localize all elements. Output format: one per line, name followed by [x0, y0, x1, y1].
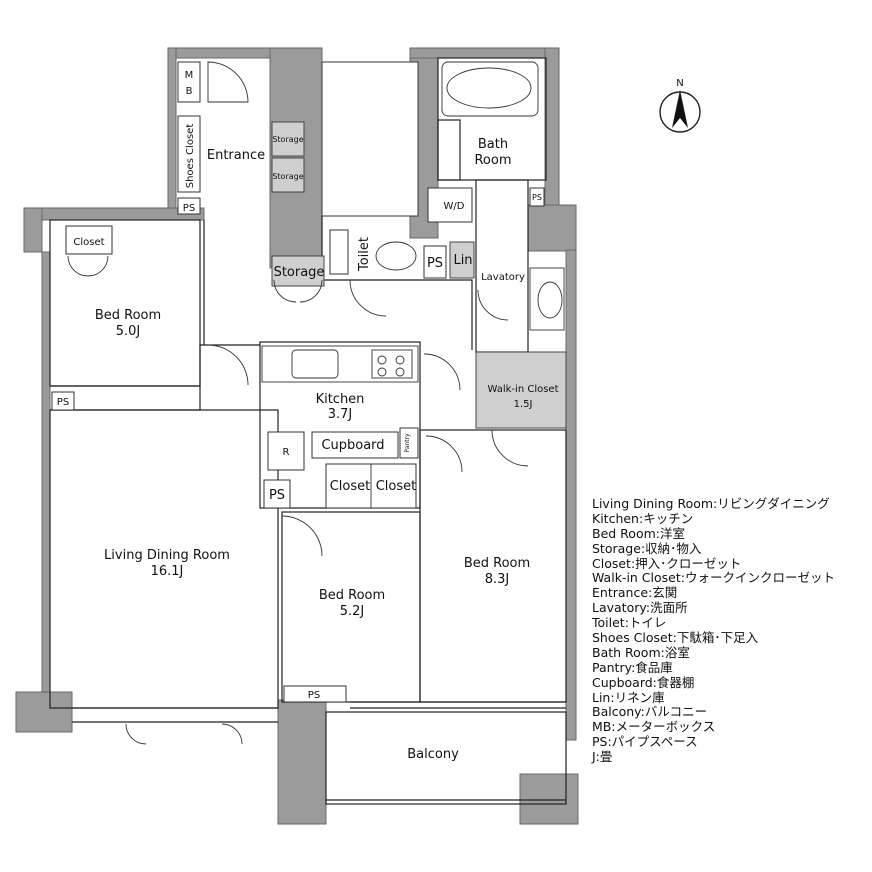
legend-item: Lavatory:洗面所 [592, 600, 688, 616]
legend-item: Shoes Closet:下駄箱･下足入 [592, 630, 759, 646]
closet-bed2-a-label: Closet [330, 479, 371, 494]
bath-room-label-1: Bath [478, 137, 508, 152]
pantry-label: Pantry [404, 433, 411, 453]
legend-item: Pantry:食品庫 [592, 659, 673, 675]
legend-item: MB:メーターボックス [592, 719, 716, 735]
legend-item: Balcony:バルコニー [592, 704, 708, 720]
walkin-size: 1.5J [514, 399, 533, 410]
ps-living-label: PS [57, 397, 69, 408]
kitchen-name: Kitchen [316, 392, 365, 407]
mb-label-m: M [185, 70, 194, 81]
bath-room-label-2: Room [474, 153, 511, 168]
living-size: 16.1J [151, 564, 184, 579]
bed1-name: Bed Room [95, 308, 161, 323]
bed2-size: 5.2J [340, 604, 365, 619]
legend-item: Cupboard:食器棚 [592, 674, 695, 690]
fixtures [51, 61, 565, 745]
ps-toilet-label: PS [427, 256, 443, 271]
ps-kitchen-label: PS [269, 488, 285, 503]
legend-item: Toilet:トイレ [592, 615, 667, 631]
legend-item: PS:パイプスペース [592, 734, 698, 750]
cupboard-label: Cupboard [321, 438, 384, 453]
entrance-label: Entrance [207, 148, 265, 163]
compass-label: N [676, 78, 683, 89]
storage-small-2-label: Storage [272, 172, 303, 181]
interior-walls [49, 57, 567, 805]
storage-small-1-label: Storage [272, 135, 303, 144]
legend-item: Entrance:玄関 [592, 585, 678, 601]
living-name: Living Dining Room [104, 548, 230, 563]
ps-balcony-label: PS [308, 690, 320, 701]
legend-item: Lin:リネン庫 [592, 689, 665, 705]
bed1-size: 5.0J [116, 324, 141, 339]
closet-bed1-label: Closet [73, 237, 104, 248]
closet-bed2-b-label: Closet [376, 479, 417, 494]
legend-item: Living Dining Room:リビングダイニング [592, 496, 830, 511]
ps-bath-label: PS [532, 193, 542, 202]
bed3-name: Bed Room [464, 556, 530, 571]
legend-item: J:畳 [592, 749, 613, 765]
wd-label: W/D [444, 201, 465, 212]
storage-hall-label: Storage [274, 265, 325, 280]
shoes-closet-label: Shoes Closet [185, 124, 196, 189]
room-labels: M B Shoes Closet Entrance Storage Storag… [57, 70, 559, 762]
legend-item: Walk-in Closet:ウォークインクローゼット [592, 570, 835, 586]
legend-item: Closet:押入･クローゼット [592, 555, 742, 571]
legend-item: Kitchen:キッチン [592, 510, 694, 526]
lin-label: Lin [453, 253, 472, 268]
toilet-label: Toilet [357, 237, 372, 272]
mb-label-b: B [186, 86, 193, 97]
bed2-name: Bed Room [319, 588, 385, 603]
bed3-size: 8.3J [485, 572, 510, 587]
kitchen-size: 3.7J [328, 407, 353, 422]
north-compass: N [659, 78, 701, 133]
lavatory-label: Lavatory [481, 272, 525, 283]
ps-entrance-label: PS [183, 203, 195, 214]
legend-item: Storage:収納･物入 [592, 540, 702, 556]
legend-item: Bath Room:浴室 [592, 644, 690, 660]
legend-item: Bed Room:洋室 [592, 525, 685, 541]
balcony-label: Balcony [407, 747, 459, 762]
walkin-name: Walk-in Closet [487, 384, 558, 395]
fridge-label: R [283, 447, 290, 458]
